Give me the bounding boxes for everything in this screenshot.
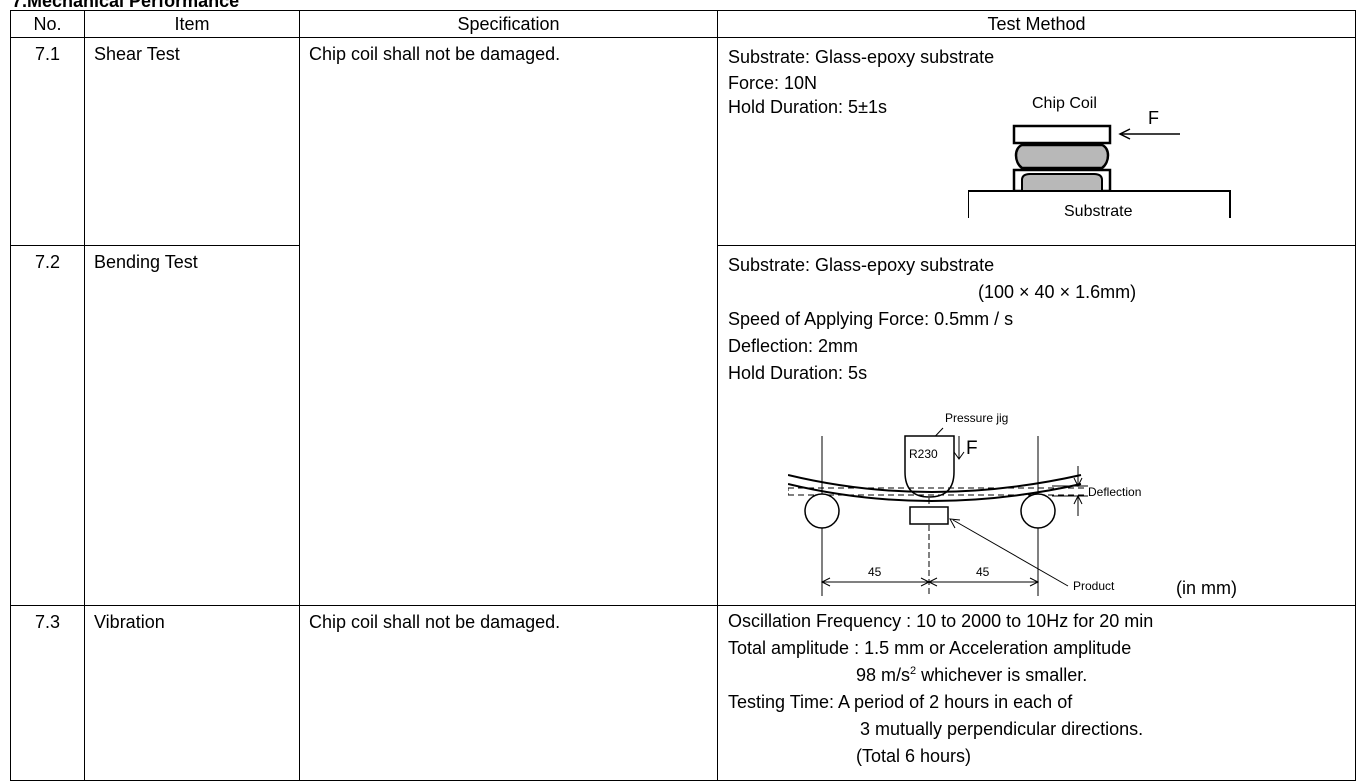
row-test-method: Oscillation Frequency : 10 to 2000 to 10… [717, 605, 1356, 781]
acceleration-value: 98 m/s [856, 665, 911, 685]
product-label: Product [1073, 579, 1115, 593]
row-item: Bending Test [84, 245, 300, 606]
method-line: 3 mutually perpendicular directions. [860, 719, 1144, 739]
header-test-method: Test Method [717, 10, 1356, 38]
header-specification: Specification [299, 10, 718, 38]
row-item: Vibration [84, 605, 300, 781]
row-number: 7.2 [10, 245, 85, 606]
method-line: (Total 6 hours) [856, 746, 972, 766]
table-row-bending-test: 7.2 Bending Test Substrate: Glass-epoxy … [10, 245, 1356, 606]
method-line: Deflection: 2mm [728, 336, 859, 356]
row-item: Shear Test [84, 37, 300, 246]
method-line: Substrate: Glass-epoxy substrate [728, 47, 995, 67]
header-row: No. Item Specification Test Method [10, 10, 1356, 38]
mechanical-performance-table: No. Item Specification Test Method 7.1 S… [10, 10, 1356, 781]
force-label: F [966, 438, 978, 459]
shear-test-diagram: Chip Coil Substrate F [968, 95, 1231, 218]
method-line: Oscillation Frequency : 10 to 2000 to 10… [728, 611, 1154, 631]
dimension-left: 45 [868, 565, 882, 579]
row-specification: Chip coil shall not be damaged. [299, 605, 718, 781]
force-label: F [1148, 108, 1159, 128]
method-line: Speed of Applying Force: 0.5mm / s [728, 309, 1014, 329]
table-row-shear-test: 7.1 Shear Test Chip coil shall not be da… [10, 37, 1356, 606]
radius-label: R230 [909, 447, 938, 461]
dimension-right: 45 [976, 565, 990, 579]
method-line: Hold Duration: 5±1s [728, 97, 887, 117]
acceleration-note: whichever is smaller. [916, 665, 1088, 685]
deflection-label: Deflection [1088, 485, 1141, 499]
row-number: 7.1 [10, 37, 85, 246]
method-line: Testing Time: A period of 2 hours in eac… [728, 692, 1073, 712]
method-line: (100 × 40 × 1.6mm) [978, 282, 1137, 302]
row-number: 7.3 [10, 605, 85, 781]
pressure-jig-label: Pressure jig [945, 411, 1008, 425]
method-line: Force: 10N [728, 73, 818, 93]
table-row-vibration: 7.3 Vibration Chip coil shall not be dam… [10, 605, 1356, 781]
row-test-method: Substrate: Glass-epoxy substrate (100 × … [717, 245, 1356, 606]
row-test-method: Substrate: Glass-epoxy substrate Force: … [717, 37, 1356, 246]
header-no: No. [10, 10, 85, 38]
method-line: Total amplitude : 1.5 mm or Acceleration… [728, 638, 1132, 658]
exponent: 2 [910, 665, 917, 677]
method-line: Substrate: Glass-epoxy substrate [728, 255, 995, 275]
method-line: Hold Duration: 5s [728, 363, 868, 383]
method-line: 98 m/s2 whichever is smaller. [728, 662, 1345, 689]
header-item: Item [84, 10, 300, 38]
unit-note: (in mm) [1176, 578, 1237, 598]
section-title: 7.Mechanical Performance [12, 0, 240, 11]
chip-coil-label: Chip Coil [1032, 95, 1097, 112]
substrate-label: Substrate [1064, 203, 1133, 218]
row-specification: Chip coil shall not be damaged. [299, 37, 718, 606]
bending-test-diagram: Pressure jig R230 F [788, 411, 1237, 598]
